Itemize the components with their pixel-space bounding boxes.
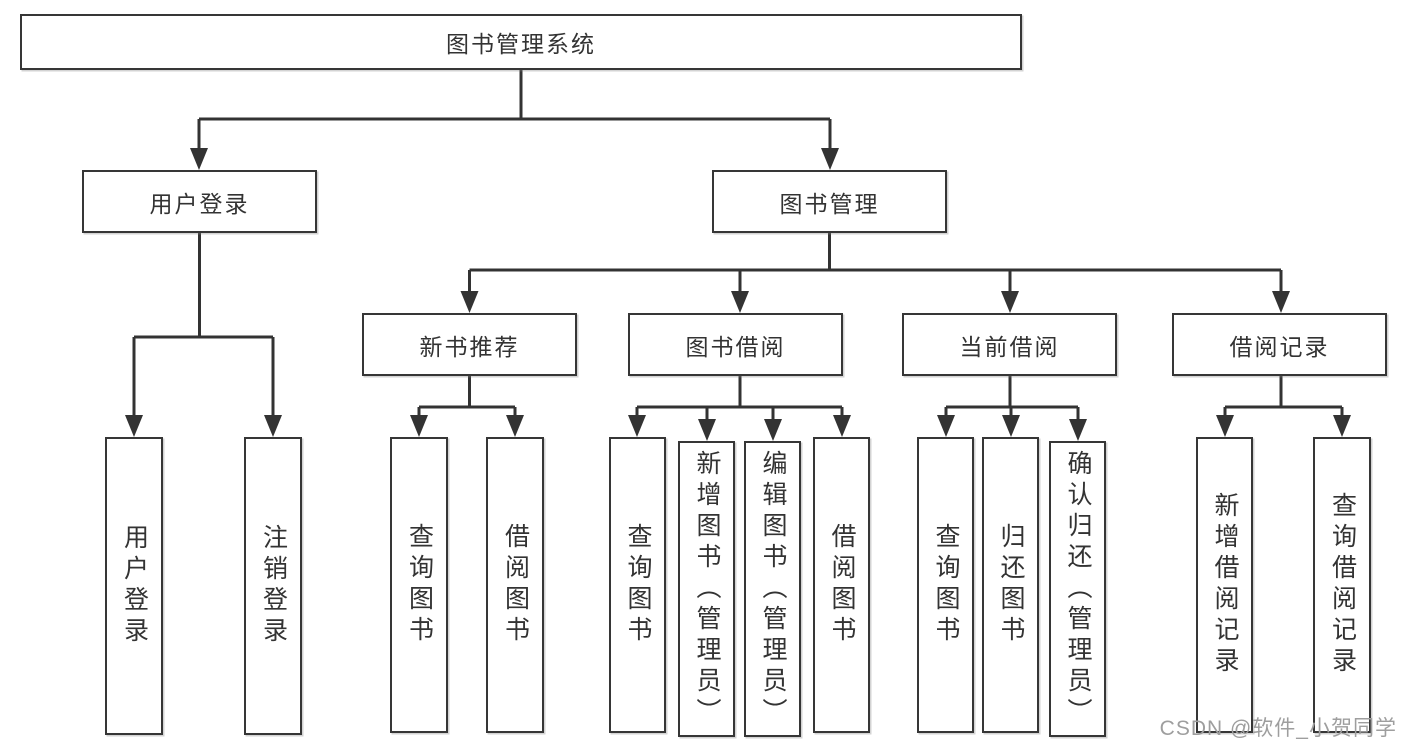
leaf-add-books-admin-label: 新增图书（管理员） (693, 449, 721, 729)
leaf-logout: 注销登录 (244, 437, 302, 735)
leaf-add-books-admin: 新增图书（管理员） (678, 441, 735, 737)
leaf-query-borrow-record-label: 查询借阅记录 (1328, 492, 1357, 678)
leaf-query-books-borrowing: 查询图书 (609, 437, 666, 733)
leaf-borrow-books-recommend: 借阅图书 (486, 437, 544, 733)
leaf-edit-books-admin-label: 编辑图书（管理员） (759, 449, 787, 729)
leaf-return-books: 归还图书 (982, 437, 1039, 733)
node-user-login: 用户登录 (82, 170, 317, 233)
csdn-watermark: CSDN @软件_小贺同学 (1159, 717, 1397, 740)
leaf-user-login: 用户登录 (105, 437, 163, 735)
leaf-confirm-return-admin: 确认归还（管理员） (1049, 441, 1106, 737)
leaf-query-borrow-record: 查询借阅记录 (1313, 437, 1371, 733)
node-current-borrowing: 当前借阅 (902, 313, 1117, 376)
node-library-management-system: 图书管理系统 (20, 14, 1022, 70)
leaf-borrow-books: 借阅图书 (813, 437, 870, 733)
leaf-confirm-return-admin-label: 确认归还（管理员） (1064, 449, 1092, 729)
leaf-logout-label: 注销登录 (259, 524, 288, 648)
leaf-query-books-borrowing-label: 查询图书 (624, 523, 652, 647)
leaf-query-books-current-label: 查询图书 (932, 523, 960, 647)
node-book-borrowing: 图书借阅 (628, 313, 843, 376)
leaf-query-books-recommend: 查询图书 (390, 437, 448, 733)
leaf-user-login-label: 用户登录 (120, 524, 149, 648)
leaf-return-books-label: 归还图书 (997, 523, 1025, 647)
leaf-query-books-recommend-label: 查询图书 (405, 523, 434, 647)
leaf-borrow-books-label: 借阅图书 (828, 523, 856, 647)
leaf-query-books-current: 查询图书 (917, 437, 974, 733)
leaf-edit-books-admin: 编辑图书（管理员） (744, 441, 801, 737)
node-borrowing-records: 借阅记录 (1172, 313, 1387, 376)
node-book-management: 图书管理 (712, 170, 947, 233)
arrowheads (125, 148, 1351, 441)
leaf-add-borrow-record: 新增借阅记录 (1196, 437, 1253, 733)
leaf-borrow-books-recommend-label: 借阅图书 (501, 523, 530, 647)
leaf-add-borrow-record-label: 新增借阅记录 (1211, 492, 1239, 678)
node-new-book-recommend: 新书推荐 (362, 313, 577, 376)
